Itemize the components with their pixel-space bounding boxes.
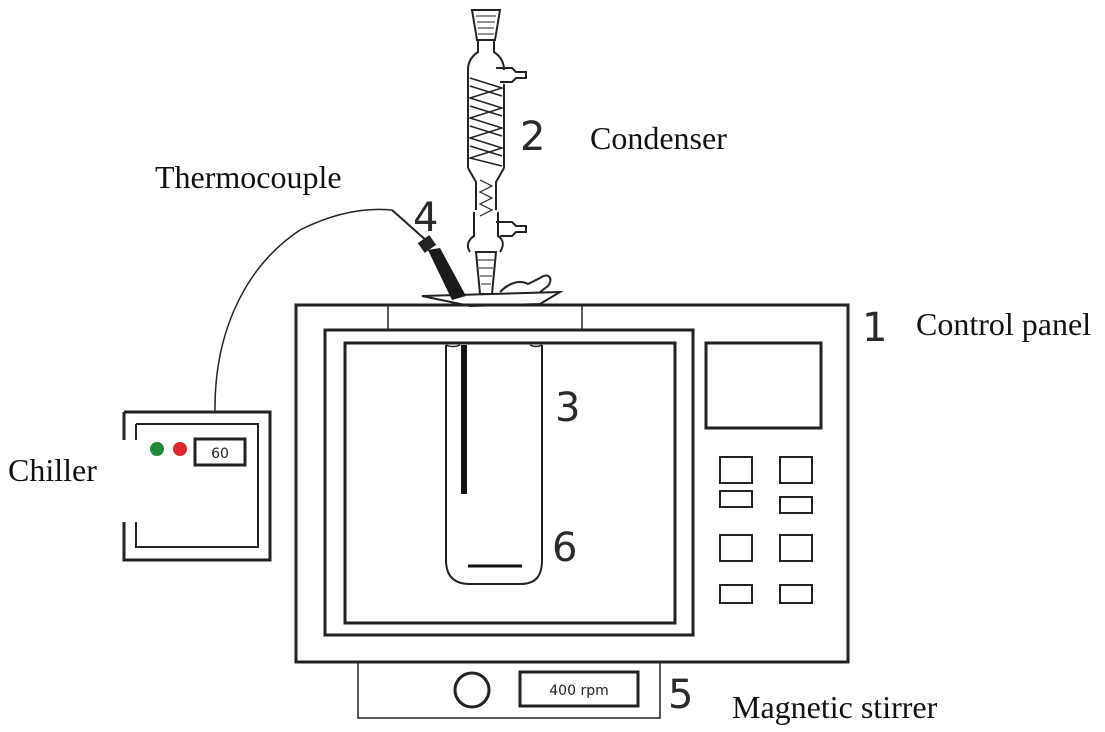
panel-button [719,456,753,484]
chiller-display [193,437,247,467]
magnetic-stirrer: 400 rpm [357,661,661,719]
number-label-6: 6 [552,525,577,571]
label-thermocouple: Thermocouple [155,159,342,195]
chiller-display-value: 60 [211,446,229,462]
chiller: 60 [122,410,272,562]
number-label-5: 5 [668,672,693,718]
stirrer-knob [453,671,491,709]
label-control-panel: Control panel [916,306,1091,342]
panel-button [779,584,813,604]
control-panel-unit [294,303,850,664]
label-magnetic-stirrer: Magnetic stirrer [732,689,938,725]
stirrer-display-value: 400 rpm [549,683,608,699]
label-chiller: Chiller [8,452,97,488]
chiller-green-indicator [150,442,164,456]
chiller-red-indicator [173,442,187,456]
panel-button [779,496,813,514]
reaction-vessel [445,344,543,585]
panel-button [719,584,753,604]
panel-button [779,456,813,484]
thermocouple [214,208,466,413]
panel-button [779,534,813,562]
label-condenser: Condenser [590,120,727,156]
panel-button [719,534,753,562]
number-label-3: 3 [555,385,580,431]
stirrer-display [518,670,640,708]
panel-button [719,490,753,508]
number-label-1: 1 [862,305,887,351]
number-label-4: 4 [413,195,438,241]
number-label-2: 2 [520,114,545,160]
condenser [466,9,527,295]
